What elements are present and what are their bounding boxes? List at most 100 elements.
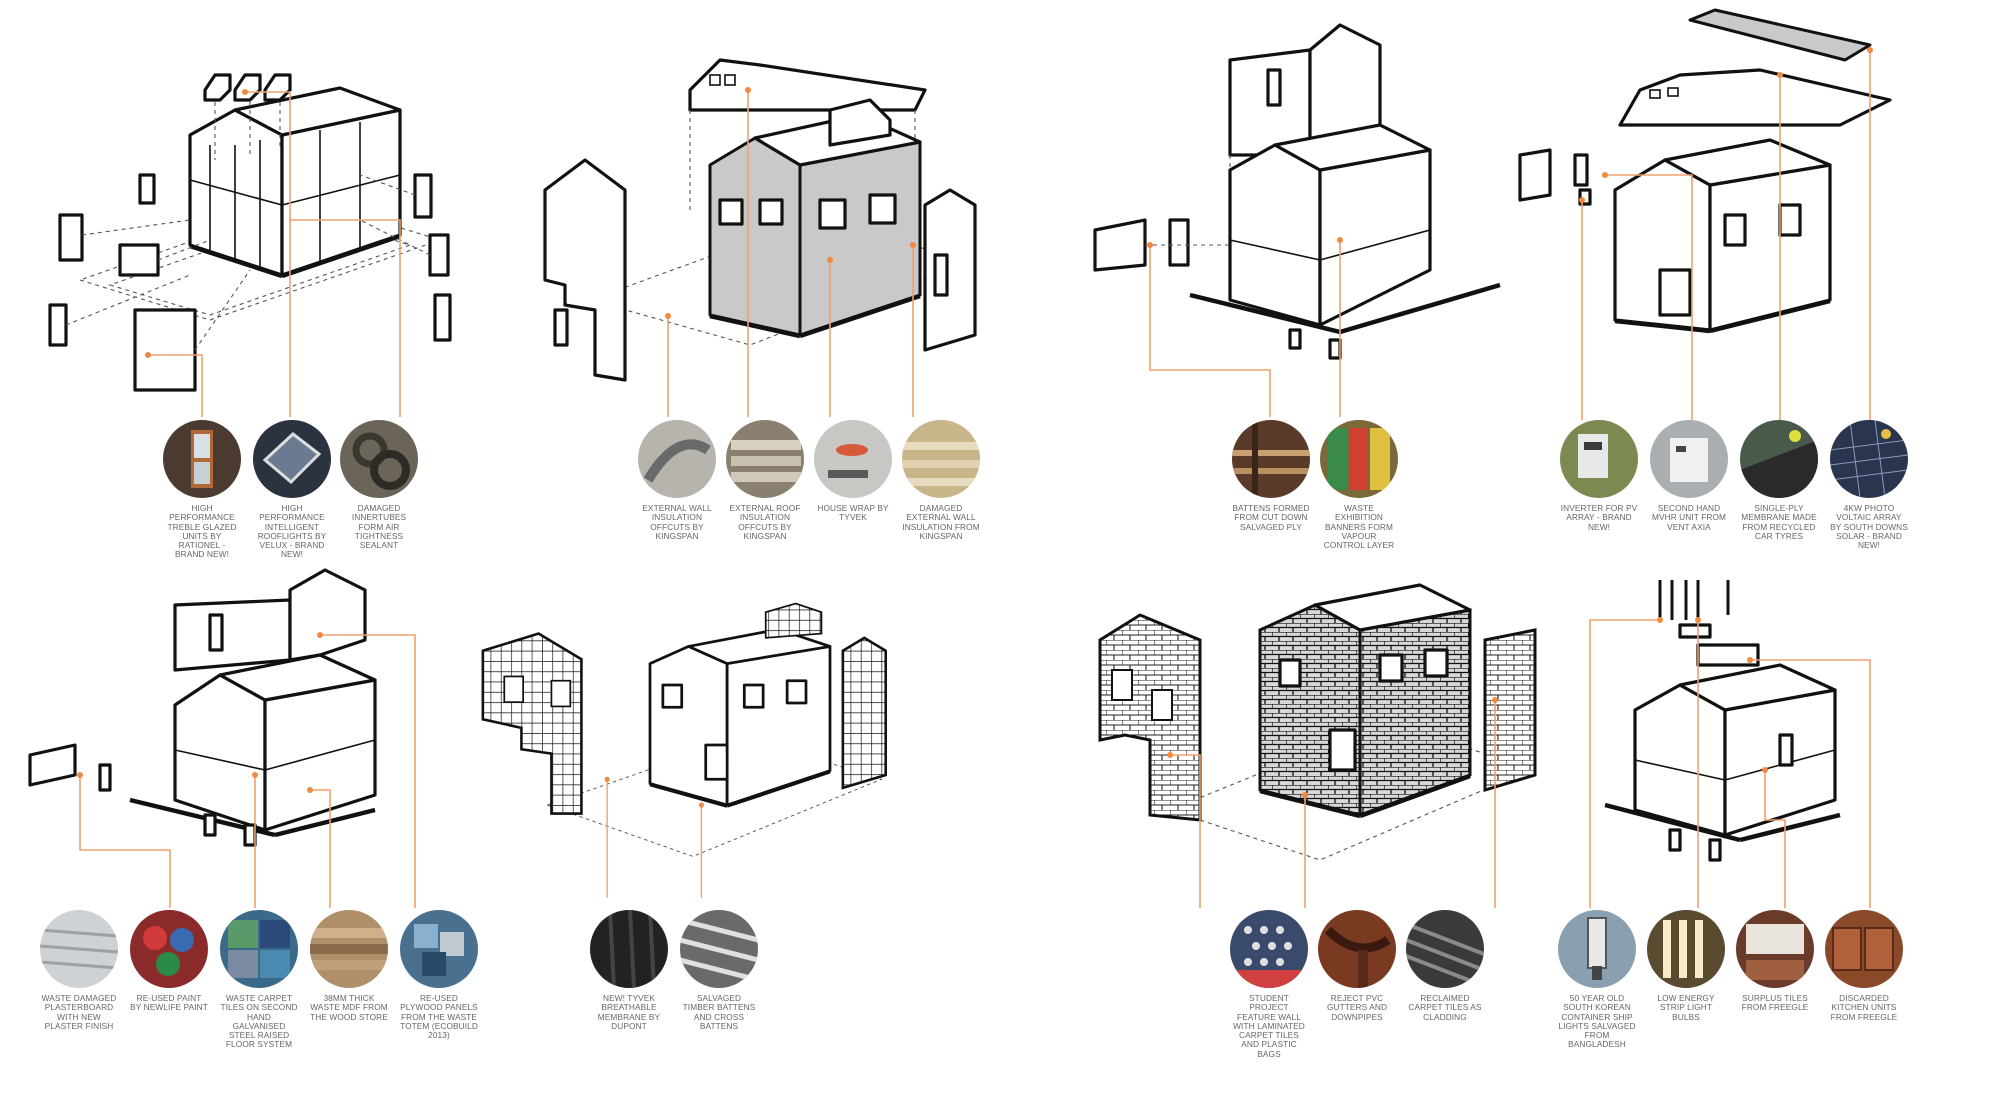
material-item: RE-USED PAINT BY NEWLIFE PAINT: [130, 910, 208, 1013]
material-caption: WASTE CARPET TILES ON SECOND HAND GALVAN…: [220, 993, 298, 1050]
insulation-photo-icon: [638, 420, 716, 498]
material-caption: STUDENT PROJECT FEATURE WALL WITH LAMINA…: [1233, 993, 1305, 1059]
membrane-photo-icon: [1740, 420, 1818, 498]
damaged-insulation-photo-icon: [902, 420, 980, 498]
material-item: RECLAIMED CARPET TILES AS CLADDING: [1406, 910, 1484, 1022]
panel-services: INVERTER FOR PV ARRAY - BRAND NEW! SECON…: [1510, 0, 1990, 550]
material-caption: LOW ENERGY STRIP LIGHT BULBS: [1657, 993, 1715, 1022]
plywood-photo-icon: [400, 910, 478, 988]
material-caption: HIGH PERFORMANCE INTELLIGENT ROOFLIGHTS …: [257, 503, 327, 560]
material-item: BATTENS FORMED FROM CUT DOWN SALVAGED PL…: [1232, 420, 1310, 532]
inverter-photo-icon: [1560, 420, 1638, 498]
material-caption: REJECT PVC GUTTERS AND DOWNPIPES: [1326, 993, 1388, 1022]
material-caption: WASTE DAMAGED PLASTERBOARD WITH NEW PLAS…: [41, 993, 117, 1031]
carpet-tile-photo-icon: [220, 910, 298, 988]
materials-legend: BATTENS FORMED FROM CUT DOWN SALVAGED PL…: [1080, 70, 1560, 620]
material-item: HIGH PERFORMANCE TREBLE GLAZED UNITS BY …: [163, 420, 241, 560]
material-caption: DISCARDED KITCHEN UNITS FROM FREEGLE: [1830, 993, 1898, 1022]
material-item: HIGH PERFORMANCE INTELLIGENT ROOFLIGHTS …: [253, 420, 331, 560]
material-item: STUDENT PROJECT FEATURE WALL WITH LAMINA…: [1230, 910, 1308, 1059]
panel-battens: BATTENS FORMED FROM CUT DOWN SALVAGED PL…: [1080, 23, 1560, 620]
kitchen-unit-photo-icon: [1825, 910, 1903, 988]
mvhr-photo-icon: [1650, 420, 1728, 498]
material-item: WASTE DAMAGED PLASTERBOARD WITH NEW PLAS…: [40, 910, 118, 1031]
panel-cladding-tiles: STUDENT PROJECT FEATURE WALL WITH LAMINA…: [1090, 560, 1570, 1110]
timber-battens-photo-icon: [680, 910, 758, 988]
panel-windows: HIGH PERFORMANCE TREBLE GLAZED UNITS BY …: [20, 70, 500, 620]
materials-legend: STUDENT PROJECT FEATURE WALL WITH LAMINA…: [1090, 560, 1570, 1110]
paint-photo-icon: [130, 910, 208, 988]
tiles-photo-icon: [1736, 910, 1814, 988]
banner-photo-icon: [1320, 420, 1398, 498]
material-caption: SINGLE-PLY MEMBRANE MADE FROM RECYCLED C…: [1741, 503, 1817, 541]
material-item: INVERTER FOR PV ARRAY - BRAND NEW!: [1560, 420, 1638, 532]
material-caption: SECOND HAND MVHR UNIT FROM VENT AXIA: [1651, 503, 1727, 532]
panel-fittings: 50 YEAR OLD SOUTH KOREAN CONTAINER SHIP …: [1510, 560, 1990, 1110]
ship-light-photo-icon: [1558, 910, 1636, 988]
material-item: NEW! TYVEK BREATHABLE MEMBRANE BY DUPONT: [590, 910, 668, 1031]
house-fittings-drawing: [1589, 580, 1871, 908]
material-item: 50 YEAR OLD SOUTH KOREAN CONTAINER SHIP …: [1558, 910, 1636, 1050]
tyvek-photo-icon: [814, 420, 892, 498]
material-caption: SALVAGED TIMBER BATTENS AND CROSS BATTEN…: [682, 993, 756, 1031]
house-battens-drawing: [481, 602, 887, 898]
material-caption: 38MM THICK WASTE MDF FROM THE WOOD STORE: [310, 993, 388, 1022]
materials-legend: NEW! TYVEK BREATHABLE MEMBRANE BY DUPONT…: [470, 560, 950, 1110]
material-caption: RE-USED PLYWOOD PANELS FROM THE WASTE TO…: [400, 993, 478, 1041]
material-caption: WASTE EXHIBITION BANNERS FORM VAPOUR CON…: [1323, 503, 1395, 551]
material-item: SECOND HAND MVHR UNIT FROM VENT AXIA: [1650, 420, 1728, 532]
house-interior-drawing: [28, 568, 416, 908]
materials-legend: WASTE DAMAGED PLASTERBOARD WITH NEW PLAS…: [20, 560, 500, 1110]
material-caption: 4kw PHOTO VOLTAIC ARRAY BY SOUTH DOWNS S…: [1830, 503, 1908, 551]
material-item: EXTERNAL ROOF INSULATION OFFCUTS BY KING…: [726, 420, 804, 541]
materials-legend: EXTERNAL WALL INSULATION OFFCUTS BY KING…: [530, 70, 1010, 620]
material-item: DISCARDED KITCHEN UNITS FROM FREEGLE: [1825, 910, 1903, 1022]
material-caption: BATTENS FORMED FROM CUT DOWN SALVAGED PL…: [1232, 503, 1310, 532]
house-frame-drawing: [48, 73, 452, 417]
material-item: HOUSE WRAP BY TYVEK: [814, 420, 892, 523]
material-caption: EXTERNAL WALL INSULATION OFFCUTS BY KING…: [642, 503, 712, 541]
materials-legend: HIGH PERFORMANCE TREBLE GLAZED UNITS BY …: [20, 70, 500, 620]
panel-cladding-battens: NEW! TYVEK BREATHABLE MEMBRANE BY DUPONT…: [470, 560, 950, 1110]
material-caption: 50 YEAR OLD SOUTH KOREAN CONTAINER SHIP …: [1558, 993, 1636, 1050]
material-item: SINGLE-PLY MEMBRANE MADE FROM RECYCLED C…: [1740, 420, 1818, 541]
plasterboard-photo-icon: [40, 910, 118, 988]
materials-legend: INVERTER FOR PV ARRAY - BRAND NEW! SECON…: [1510, 70, 1990, 620]
rooflight-photo-icon: [253, 420, 331, 498]
material-item: SURPLUS TILES FROM FREEGLE: [1736, 910, 1814, 1013]
material-item: 38MM THICK WASTE MDF FROM THE WOOD STORE: [310, 910, 388, 1022]
materials-legend: 50 YEAR OLD SOUTH KOREAN CONTAINER SHIP …: [1510, 560, 1990, 1110]
house-insulation-drawing: [543, 58, 977, 417]
tyvek-membrane-photo-icon: [590, 910, 668, 988]
cladding-photo-icon: [1406, 910, 1484, 988]
material-item: EXTERNAL WALL INSULATION OFFCUTS BY KING…: [638, 420, 716, 541]
innertube-photo-icon: [340, 420, 418, 498]
panel-interior: WASTE DAMAGED PLASTERBOARD WITH NEW PLAS…: [20, 560, 500, 1110]
gutter-photo-icon: [1318, 910, 1396, 988]
pv-photo-icon: [1830, 420, 1908, 498]
material-item: REJECT PVC GUTTERS AND DOWNPIPES: [1318, 910, 1396, 1022]
material-caption: EXTERNAL ROOF INSULATION OFFCUTS BY KING…: [729, 503, 801, 541]
material-item: DAMAGED EXTERNAL WALL INSULATION FROM KI…: [902, 420, 980, 541]
material-caption: HOUSE WRAP BY TYVEK: [817, 503, 889, 523]
material-item: LOW ENERGY STRIP LIGHT BULBS: [1647, 910, 1725, 1022]
battens-photo-icon: [1232, 420, 1310, 498]
material-caption: DAMAGED INNERTUBES FORM AIR TIGHTNESS SE…: [351, 503, 407, 551]
material-caption: RECLAIMED CARPET TILES AS CLADDING: [1408, 993, 1482, 1022]
panel-insulation: EXTERNAL WALL INSULATION OFFCUTS BY KING…: [530, 58, 1010, 620]
material-caption: DAMAGED EXTERNAL WALL INSULATION FROM KI…: [902, 503, 980, 541]
material-item: RE-USED PLYWOOD PANELS FROM THE WASTE TO…: [400, 910, 478, 1040]
house-cladding-drawing: [1098, 583, 1537, 908]
material-item: SALVAGED TIMBER BATTENS AND CROSS BATTEN…: [680, 910, 758, 1031]
material-caption: HIGH PERFORMANCE TREBLE GLAZED UNITS BY …: [167, 503, 237, 560]
house-services-drawing: [1518, 8, 1892, 420]
material-item: 4kw PHOTO VOLTAIC ARRAY BY SOUTH DOWNS S…: [1830, 420, 1908, 550]
material-caption: INVERTER FOR PV ARRAY - BRAND NEW!: [1560, 503, 1638, 532]
mdf-photo-icon: [310, 910, 388, 988]
roof-insulation-photo-icon: [726, 420, 804, 498]
material-caption: SURPLUS TILES FROM FREEGLE: [1741, 993, 1809, 1013]
house-section-drawing: [1093, 23, 1501, 417]
feature-wall-photo-icon: [1230, 910, 1308, 988]
material-item: WASTE CARPET TILES ON SECOND HAND GALVAN…: [220, 910, 298, 1050]
